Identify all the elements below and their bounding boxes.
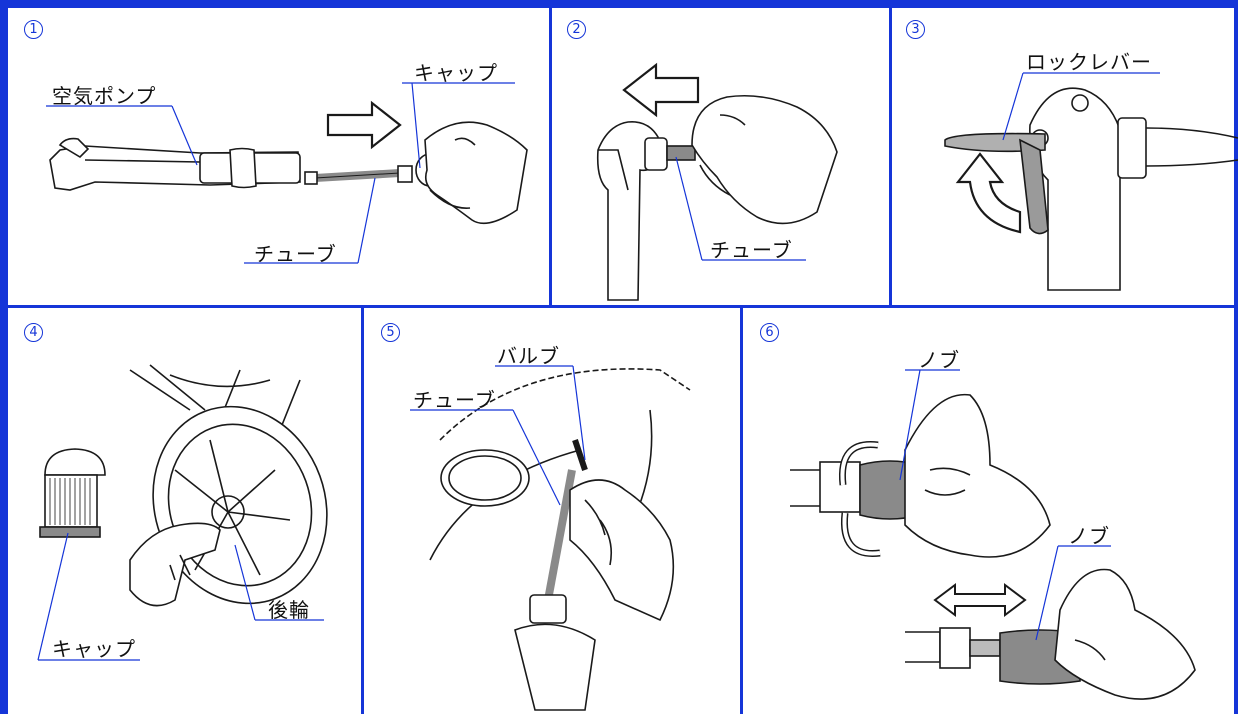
step-number-1: 1 <box>24 20 43 39</box>
label-cap-4: キャップ <box>52 637 136 661</box>
label-cap: キャップ <box>414 61 498 85</box>
label-tube-5: チューブ <box>413 388 496 412</box>
divider-4-5 <box>361 306 364 714</box>
label-knob-top: ノブ <box>918 348 960 372</box>
step-number-6: 6 <box>760 323 779 342</box>
label-air-pump: 空気ポンプ <box>52 84 157 108</box>
step-number-5: 5 <box>381 323 400 342</box>
label-tube: チューブ <box>254 242 337 266</box>
label-rear-wheel: 後輪 <box>268 598 310 622</box>
label-valve: バルブ <box>497 344 560 368</box>
label-knob-bottom: ノブ <box>1068 524 1110 548</box>
divider-2-3 <box>889 0 892 306</box>
step-number-2: 2 <box>567 20 586 39</box>
divider-1-2 <box>549 0 552 306</box>
step-number-4: 4 <box>24 323 43 342</box>
row-divider <box>0 305 1238 308</box>
divider-5-6 <box>740 306 743 714</box>
label-tube-2: チューブ <box>710 238 793 262</box>
label-lock-lever: ロックレバー <box>1026 50 1152 74</box>
step-number-3: 3 <box>906 20 925 39</box>
